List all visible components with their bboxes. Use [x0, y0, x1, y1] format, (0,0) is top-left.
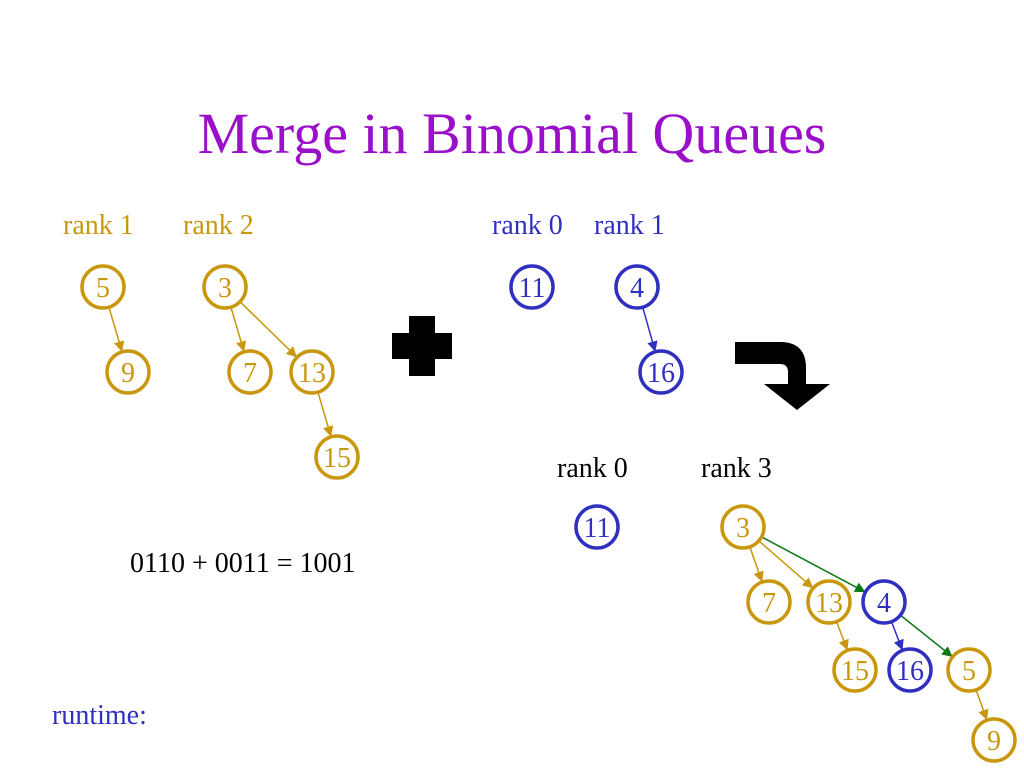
- tree-node: 3: [202, 264, 248, 310]
- queue-b-rank1-label: rank 1: [594, 210, 665, 241]
- edge-r5-r7: [890, 621, 904, 651]
- node-circle: [574, 504, 620, 550]
- node-circle: [861, 579, 907, 625]
- result-rank0-label: rank 0: [557, 453, 628, 484]
- edge-r2-r5: [761, 536, 866, 593]
- node-value: 11: [584, 513, 611, 544]
- node-value: 5: [96, 273, 110, 304]
- node-value: 13: [815, 588, 843, 619]
- edge-a5-a6: [317, 391, 334, 437]
- tree-node: 9: [971, 717, 1017, 763]
- page-title: Merge in Binomial Queues: [197, 101, 827, 166]
- edge-r8-r9: [975, 689, 989, 721]
- tree-node: 4: [861, 579, 907, 625]
- edge-r2-r3: [749, 546, 764, 583]
- queue-b-rank0-label: rank 0: [492, 210, 563, 241]
- node-value: 3: [736, 513, 750, 544]
- node-circle: [227, 349, 273, 395]
- node-value: 5: [962, 656, 976, 687]
- tree-node: 15: [832, 647, 878, 693]
- queue-a-rank1-label: rank 1: [63, 210, 134, 241]
- node-value: 4: [630, 273, 644, 304]
- node-value: 3: [218, 273, 232, 304]
- node-circle: [105, 349, 151, 395]
- node-circle: [314, 434, 360, 480]
- queue-a-rank2-label: rank 2: [183, 210, 254, 241]
- node-circle: [971, 717, 1017, 763]
- tree-node: 16: [638, 349, 684, 395]
- plus-icon: [392, 316, 452, 376]
- tree-node: 15: [314, 434, 360, 480]
- binary-equation: 0110 + 0011 = 1001: [130, 548, 356, 579]
- tree-node: 5: [80, 264, 126, 310]
- node-circle: [638, 349, 684, 395]
- tree-node: 4: [614, 264, 660, 310]
- tree-node: 5: [946, 647, 992, 693]
- tree-node: 16: [887, 647, 933, 693]
- tree-node: 11: [574, 504, 620, 550]
- node-circle: [509, 264, 555, 310]
- node-circle: [80, 264, 126, 310]
- node-circle: [806, 579, 852, 625]
- node-value: 15: [323, 443, 351, 474]
- node-circle: [832, 647, 878, 693]
- node-value: 7: [243, 358, 257, 389]
- node-circle: [202, 264, 248, 310]
- runtime-label: runtime:: [52, 700, 147, 731]
- node-circle: [720, 504, 766, 550]
- node-value: 16: [896, 656, 924, 687]
- result-rank3-label: rank 3: [701, 453, 772, 484]
- curved-arrow-down-icon: [735, 342, 830, 410]
- node-circle: [289, 349, 335, 395]
- tree-node: 9: [105, 349, 151, 395]
- edge-r5-r8: [899, 614, 953, 657]
- node-value: 11: [519, 273, 546, 304]
- node-circle: [887, 647, 933, 693]
- edge-a3-a5: [239, 301, 298, 358]
- node-circle: [746, 579, 792, 625]
- tree-node: 7: [746, 579, 792, 625]
- node-value: 9: [987, 726, 1001, 757]
- node-value: 7: [762, 588, 776, 619]
- node-value: 15: [841, 656, 869, 687]
- tree-node: 11: [509, 264, 555, 310]
- tree-node: 3: [720, 504, 766, 550]
- edge-r4-r6: [835, 621, 849, 651]
- node-value: 13: [298, 358, 326, 389]
- edge-a1-a2: [108, 306, 125, 352]
- edge-r2-r4: [758, 540, 814, 589]
- node-circle: [614, 264, 660, 310]
- edge-a3-a4: [230, 306, 247, 352]
- edge-b2-b3: [641, 307, 658, 352]
- tree-node: 13: [289, 349, 335, 395]
- tree-node: 7: [227, 349, 273, 395]
- node-circle: [946, 647, 992, 693]
- tree-node: 13: [806, 579, 852, 625]
- node-value: 16: [647, 358, 675, 389]
- node-value: 4: [877, 588, 891, 619]
- node-value: 9: [121, 358, 135, 389]
